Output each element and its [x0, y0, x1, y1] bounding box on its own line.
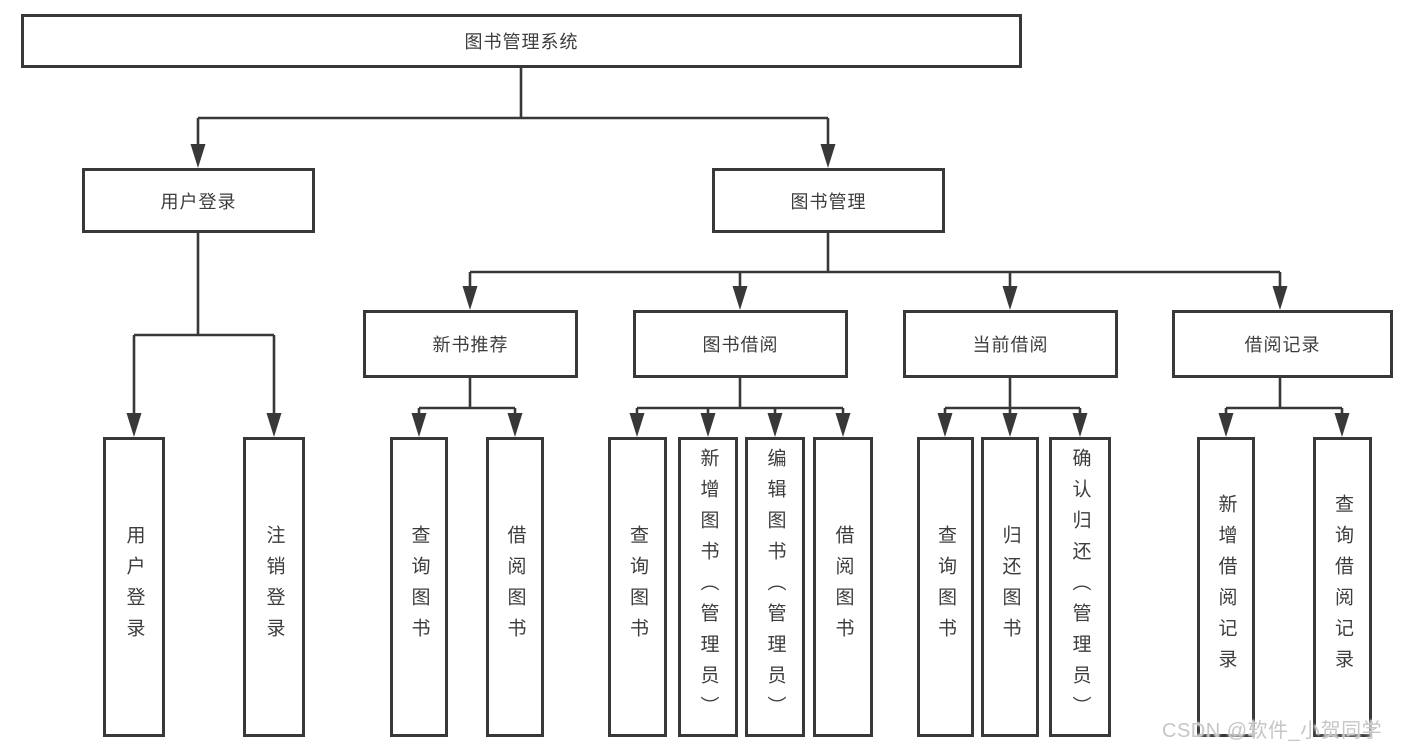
leaf-label: 新增图书（管理员） — [697, 447, 719, 727]
leaf-label: 注销登录 — [263, 525, 285, 649]
node-library-management-system: 图书管理系统 — [21, 14, 1022, 68]
leaf-query-books-3: 查询图书 — [917, 437, 974, 737]
node-book-management: 图书管理 — [712, 168, 945, 233]
leaf-query-books-2: 查询图书 — [608, 437, 667, 737]
arrowheads — [126, 144, 1350, 437]
leaf-label: 编辑图书（管理员） — [764, 447, 786, 727]
leaf-label: 查询图书 — [408, 525, 430, 649]
node-label: 用户登录 — [160, 191, 237, 212]
leaf-label: 借阅图书 — [832, 525, 854, 649]
leaf-add-books-admin: 新增图书（管理员） — [678, 437, 738, 737]
leaf-label: 查询图书 — [935, 525, 956, 649]
leaf-confirm-return-admin: 确认归还（管理员） — [1049, 437, 1111, 737]
leaf-borrow-books-1: 借阅图书 — [486, 437, 544, 737]
leaf-query-books-1: 查询图书 — [390, 437, 448, 737]
node-label: 当前借阅 — [972, 335, 1049, 355]
leaf-label: 借阅图书 — [504, 525, 526, 649]
leaf-label: 用户登录 — [123, 525, 145, 649]
leaf-query-borrow-record: 查询借阅记录 — [1313, 437, 1372, 737]
leaf-return-books: 归还图书 — [981, 437, 1039, 737]
leaf-label: 确认归还（管理员） — [1069, 447, 1091, 727]
leaf-add-borrow-record: 新增借阅记录 — [1197, 437, 1255, 737]
leaf-logout: 注销登录 — [243, 437, 305, 737]
leaf-label: 归还图书 — [999, 525, 1021, 649]
leaf-label: 新增借阅记录 — [1215, 494, 1237, 680]
node-label: 图书借阅 — [702, 335, 779, 355]
node-borrowing-records: 借阅记录 — [1172, 310, 1393, 378]
node-current-borrowing: 当前借阅 — [903, 310, 1118, 378]
node-book-borrowing: 图书借阅 — [633, 310, 848, 378]
csdn-watermark: CSDN @软件_小贺同学 — [1162, 720, 1383, 742]
node-label: 图书管理 — [790, 191, 867, 212]
leaf-borrow-books-2: 借阅图书 — [813, 437, 873, 737]
leaf-edit-books-admin: 编辑图书（管理员） — [745, 437, 805, 737]
leaf-label: 查询图书 — [627, 525, 648, 649]
node-label: 图书管理系统 — [464, 32, 579, 52]
node-label: 新书推荐 — [432, 335, 509, 355]
node-user-login: 用户登录 — [82, 168, 315, 233]
leaf-label: 查询借阅记录 — [1332, 494, 1353, 680]
node-label: 借阅记录 — [1244, 335, 1321, 355]
leaf-user-login: 用户登录 — [103, 437, 165, 737]
node-new-book-recommendation: 新书推荐 — [363, 310, 578, 378]
